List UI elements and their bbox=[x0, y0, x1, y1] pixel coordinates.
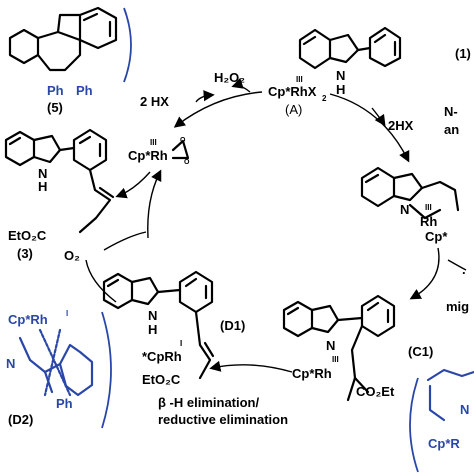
reagent-o2: O₂ bbox=[64, 248, 80, 263]
arrow-d1-up bbox=[85, 259, 117, 303]
e-n: N bbox=[460, 402, 469, 417]
arrow-2hx-branch bbox=[195, 90, 215, 103]
fragment-an: an bbox=[444, 122, 459, 137]
intermediate-d2: Cp*Rh I N Ph (D2) bbox=[6, 309, 112, 429]
e-rh: Cp*R bbox=[428, 436, 460, 451]
b-rh: Rh bbox=[420, 214, 437, 229]
c5-bracket bbox=[123, 7, 132, 83]
d2-n: N bbox=[6, 356, 15, 371]
intermediate-d1: N H (D1) I *CpRh EtO₂C bbox=[102, 270, 245, 387]
d1-h: H bbox=[148, 322, 157, 337]
d2-ox: I bbox=[66, 309, 68, 318]
fragment-e: N Cp*R bbox=[409, 368, 474, 473]
arrow-to-peroxo bbox=[147, 169, 162, 239]
reagent-h2o2: H₂O₂ bbox=[214, 70, 245, 85]
step-line1: β -H elimination/ bbox=[158, 395, 259, 410]
c1-h: H bbox=[336, 82, 345, 97]
c1-label: (1) bbox=[455, 46, 471, 61]
c5-ph1: Ph bbox=[47, 83, 64, 98]
c3-label: (3) bbox=[17, 246, 33, 261]
a-sub: 2 bbox=[322, 94, 327, 103]
c5-label: (5) bbox=[47, 100, 63, 115]
d1-ester: EtO₂C bbox=[142, 372, 181, 387]
fragment-n: N- bbox=[444, 104, 458, 119]
d1-label: (D1) bbox=[220, 318, 245, 333]
d1-ox: I bbox=[180, 339, 182, 348]
c1int-ester: CO₂Et bbox=[356, 384, 395, 399]
c1-n: N bbox=[336, 68, 345, 83]
peroxo-complex: III Cp*Rh O O bbox=[128, 137, 190, 166]
arrow-c1-to-d1 bbox=[209, 360, 293, 373]
c1int-ox: III bbox=[332, 355, 339, 364]
a-ox: III bbox=[296, 75, 303, 84]
arrow-to-3 bbox=[115, 171, 151, 199]
arrow-h2o2-branch bbox=[231, 78, 251, 93]
a-label: (A) bbox=[285, 102, 302, 117]
intermediate-b: N III Rh Cp* bbox=[360, 166, 460, 244]
d1-rh: *CpRh bbox=[142, 349, 182, 364]
c3-h: H bbox=[38, 179, 47, 194]
per-o1: O bbox=[180, 137, 186, 144]
e-bracket bbox=[409, 377, 419, 473]
c1int-n: N bbox=[326, 338, 335, 353]
arrow-2hx-out bbox=[371, 107, 386, 127]
d2-bracket bbox=[101, 311, 112, 429]
arrow-a-to-peroxo bbox=[173, 91, 263, 128]
c1int-rh: Cp*Rh bbox=[292, 366, 332, 381]
compound-3: N H EtO₂C (3) bbox=[4, 128, 115, 261]
compound-1: N H (1) bbox=[298, 26, 471, 97]
per-ox: III bbox=[150, 138, 157, 147]
b-cp: Cp* bbox=[425, 229, 448, 244]
d1-n: N bbox=[148, 308, 157, 323]
c5-ph2: Ph bbox=[76, 83, 93, 98]
per-o2: O bbox=[184, 159, 190, 166]
b-n: N bbox=[400, 202, 409, 217]
arrow-b-to-c1 bbox=[409, 247, 440, 300]
a-rh: Cp*RhX bbox=[268, 84, 317, 99]
c3-ester: EtO₂C bbox=[8, 228, 47, 243]
arrow-alkene-in bbox=[447, 259, 467, 271]
reagent-2hx-right: 2HX bbox=[388, 118, 414, 133]
compound-5: Ph Ph (5) bbox=[8, 6, 132, 115]
fragment-mig: mig bbox=[446, 299, 469, 314]
d2-ph: Ph bbox=[56, 396, 73, 411]
c3-n: N bbox=[38, 166, 47, 181]
intermediate-c1: N III Cp*Rh CO₂Et (C1) bbox=[282, 294, 433, 402]
d2-top: Cp*Rh bbox=[8, 312, 48, 327]
arrow-o2-in bbox=[103, 231, 147, 251]
catalyst-a: III Cp*RhX 2 (A) bbox=[268, 75, 327, 117]
reagent-2hx-left: 2 HX bbox=[140, 94, 169, 109]
peroxo-ring bbox=[171, 139, 190, 160]
step-line2: reductive elimination bbox=[158, 412, 288, 427]
d2-label: (D2) bbox=[8, 412, 33, 427]
per-rh: Cp*Rh bbox=[128, 148, 168, 163]
c1int-label: (C1) bbox=[408, 344, 433, 359]
b-ox: III bbox=[425, 203, 432, 212]
cycle-arrows bbox=[85, 78, 467, 373]
